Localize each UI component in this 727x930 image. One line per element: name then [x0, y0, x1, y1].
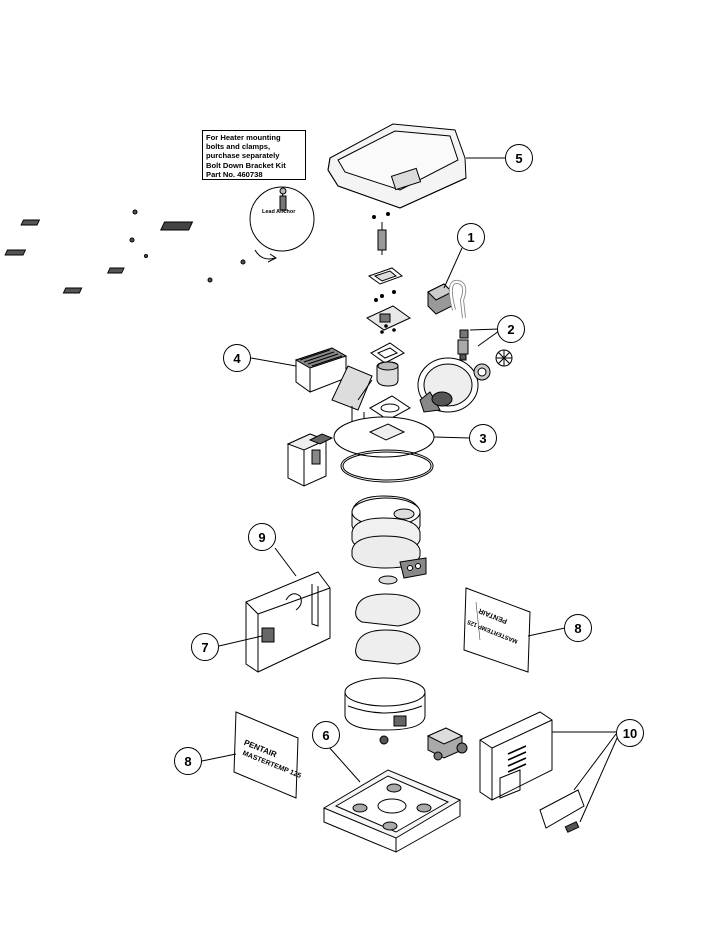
leader-line: [327, 745, 361, 783]
leader-line: [433, 436, 471, 439]
callout-8-left: 8: [174, 747, 202, 775]
fittings: [457, 329, 469, 361]
control-box: [286, 433, 334, 487]
leader-line: [274, 547, 297, 577]
burner-gasket-stack: [366, 305, 411, 421]
base-ring: [344, 677, 426, 745]
callout-3: 3: [469, 424, 497, 452]
leader-line: [579, 735, 619, 823]
heat-exchanger: [351, 495, 427, 585]
leader-line: [573, 733, 617, 791]
leader-line: [469, 328, 500, 331]
pressure-switch-assembly: [427, 279, 467, 319]
vent-hood: [294, 347, 373, 453]
note-line: purchase separately: [206, 151, 280, 161]
top-cover: [327, 123, 467, 209]
callout-7: 7: [191, 633, 219, 661]
right-access-panel: [463, 587, 531, 673]
leader-line: [527, 627, 566, 637]
callout-5: 5: [505, 144, 533, 172]
leader-line: [477, 330, 500, 347]
leader-line: [250, 357, 297, 367]
callout-10: 10: [616, 719, 644, 747]
bolt-down-brackets: [4, 209, 246, 294]
gas-valve: [426, 727, 468, 761]
blower-assembly: [417, 349, 513, 413]
base-pan: [322, 769, 462, 853]
baffle-plates: [355, 593, 421, 665]
callout-8-right: 8: [564, 614, 592, 642]
note-line: Part No. 460738: [206, 169, 263, 179]
leader-line: [443, 247, 463, 289]
callout-1: 1: [457, 223, 485, 251]
front-access-panel: [233, 711, 299, 799]
callout-2: 2: [497, 315, 525, 343]
lead-anchor-label: Lead Anchor: [262, 209, 296, 215]
igniter-assembly: [367, 212, 404, 302]
note-line: Bolt Down Bracket Kit: [206, 160, 286, 170]
lead-anchor-detail: [160, 186, 315, 263]
left-side-panel: [245, 571, 331, 673]
leader-line: [201, 753, 237, 762]
note-line: bolts and clamps,: [206, 142, 271, 152]
note-line: For Heater mounting: [206, 133, 281, 142]
leader-line: [218, 635, 263, 647]
combustion-chamber-top: [333, 416, 435, 483]
mounting-note: For Heater mounting bolts and clamps, pu…: [202, 130, 306, 180]
rear-panel: [479, 711, 585, 833]
callout-6: 6: [312, 721, 340, 749]
callout-9: 9: [248, 523, 276, 551]
callout-4: 4: [223, 344, 251, 372]
